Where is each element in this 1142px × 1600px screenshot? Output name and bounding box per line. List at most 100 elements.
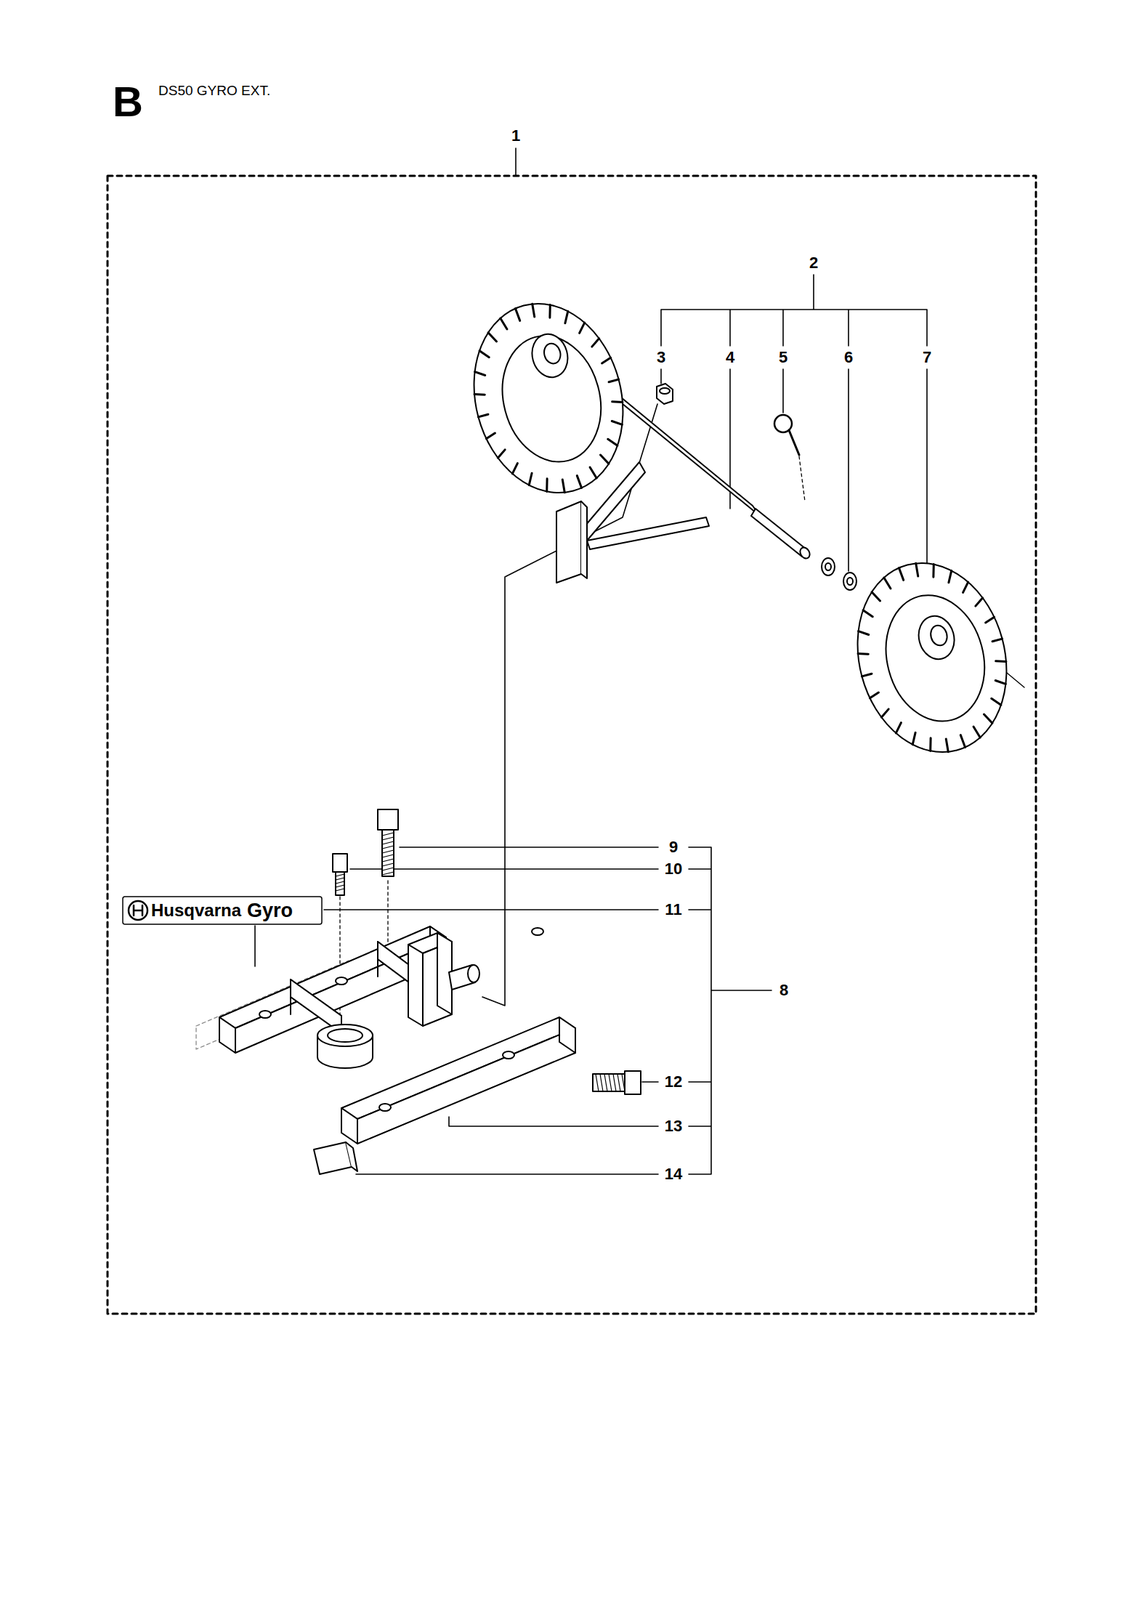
thread <box>617 1073 621 1092</box>
thread <box>604 1073 608 1092</box>
tyre <box>836 546 1028 770</box>
hub-bore <box>541 341 563 366</box>
callout-number: 11 <box>664 901 682 918</box>
thread <box>608 1073 612 1092</box>
logo-text: Gyro <box>246 900 293 921</box>
frame <box>219 926 576 1144</box>
tread <box>909 732 919 744</box>
tread <box>995 658 1007 664</box>
hole <box>259 1010 271 1018</box>
tread <box>608 437 618 448</box>
callout-number: 6 <box>844 349 853 366</box>
tread <box>531 303 536 317</box>
hub-bore <box>928 623 949 648</box>
tread <box>515 308 520 322</box>
thread <box>382 854 394 858</box>
logo-crown <box>128 900 148 920</box>
hole <box>379 1103 391 1111</box>
tread <box>960 734 965 748</box>
callout-number: 10 <box>664 860 683 877</box>
tread <box>547 305 554 319</box>
boss <box>467 964 480 983</box>
leader-lines <box>254 148 927 1174</box>
callout-number: 8 <box>779 982 789 999</box>
hub <box>913 611 959 663</box>
rim <box>488 324 615 473</box>
thread <box>621 1073 625 1092</box>
callout-number: 7 <box>922 349 932 366</box>
tread <box>984 616 995 623</box>
tread <box>478 414 489 417</box>
thread <box>382 858 394 862</box>
tread <box>576 475 582 489</box>
tread <box>479 348 489 359</box>
hole <box>335 977 348 985</box>
thread <box>382 832 394 836</box>
callout-number: 13 <box>664 1118 683 1135</box>
tread <box>562 310 571 323</box>
post <box>408 944 423 1026</box>
tread <box>509 463 520 474</box>
tread <box>879 709 890 718</box>
tread <box>525 472 535 485</box>
tread <box>995 677 1006 686</box>
tread <box>961 581 971 593</box>
threads <box>335 832 625 1092</box>
rail <box>235 937 447 1053</box>
thread <box>335 877 345 880</box>
rail <box>219 1017 236 1053</box>
logo-box <box>122 896 322 925</box>
thread <box>335 881 345 884</box>
tread <box>561 479 566 493</box>
tread <box>926 738 934 752</box>
tread <box>496 449 507 458</box>
rail <box>357 1027 576 1144</box>
thread <box>613 1073 617 1092</box>
bolts <box>313 809 641 1174</box>
rim <box>872 584 999 733</box>
tread <box>898 567 903 581</box>
thread <box>335 888 345 891</box>
thread <box>335 873 345 877</box>
tread <box>914 563 919 577</box>
thread <box>382 836 394 840</box>
tread <box>600 357 611 364</box>
tread <box>858 628 869 637</box>
tread <box>861 673 872 677</box>
logo-text: Husqvarna <box>151 901 242 919</box>
tread <box>608 379 619 383</box>
socket <box>327 1028 363 1042</box>
tread <box>611 418 622 427</box>
tread <box>983 712 993 725</box>
rail <box>559 1017 576 1053</box>
callout-number: 12 <box>664 1073 683 1090</box>
kit-outline <box>107 175 1036 1314</box>
cross-member <box>289 979 292 1015</box>
tread <box>973 725 980 739</box>
tread <box>945 570 955 582</box>
tread <box>857 650 869 657</box>
callout-number: 1 <box>511 127 521 144</box>
tread <box>590 338 601 347</box>
tread <box>475 369 486 378</box>
tread <box>991 696 1002 707</box>
tread <box>930 564 938 578</box>
thread <box>595 1073 599 1092</box>
tread <box>871 590 881 603</box>
section-letter: B <box>112 80 144 123</box>
cross-member <box>377 941 379 977</box>
tyre <box>453 286 644 510</box>
hole <box>502 1051 515 1059</box>
tread <box>974 597 985 606</box>
callout-number: 2 <box>809 254 818 271</box>
thread <box>382 867 394 871</box>
hub <box>527 329 573 381</box>
tread <box>488 331 497 343</box>
callout-number: 14 <box>664 1165 683 1182</box>
callout-number: 9 <box>669 839 678 856</box>
thread <box>382 871 394 875</box>
rail <box>341 1107 358 1144</box>
tread <box>992 638 1003 642</box>
hole <box>531 927 544 935</box>
